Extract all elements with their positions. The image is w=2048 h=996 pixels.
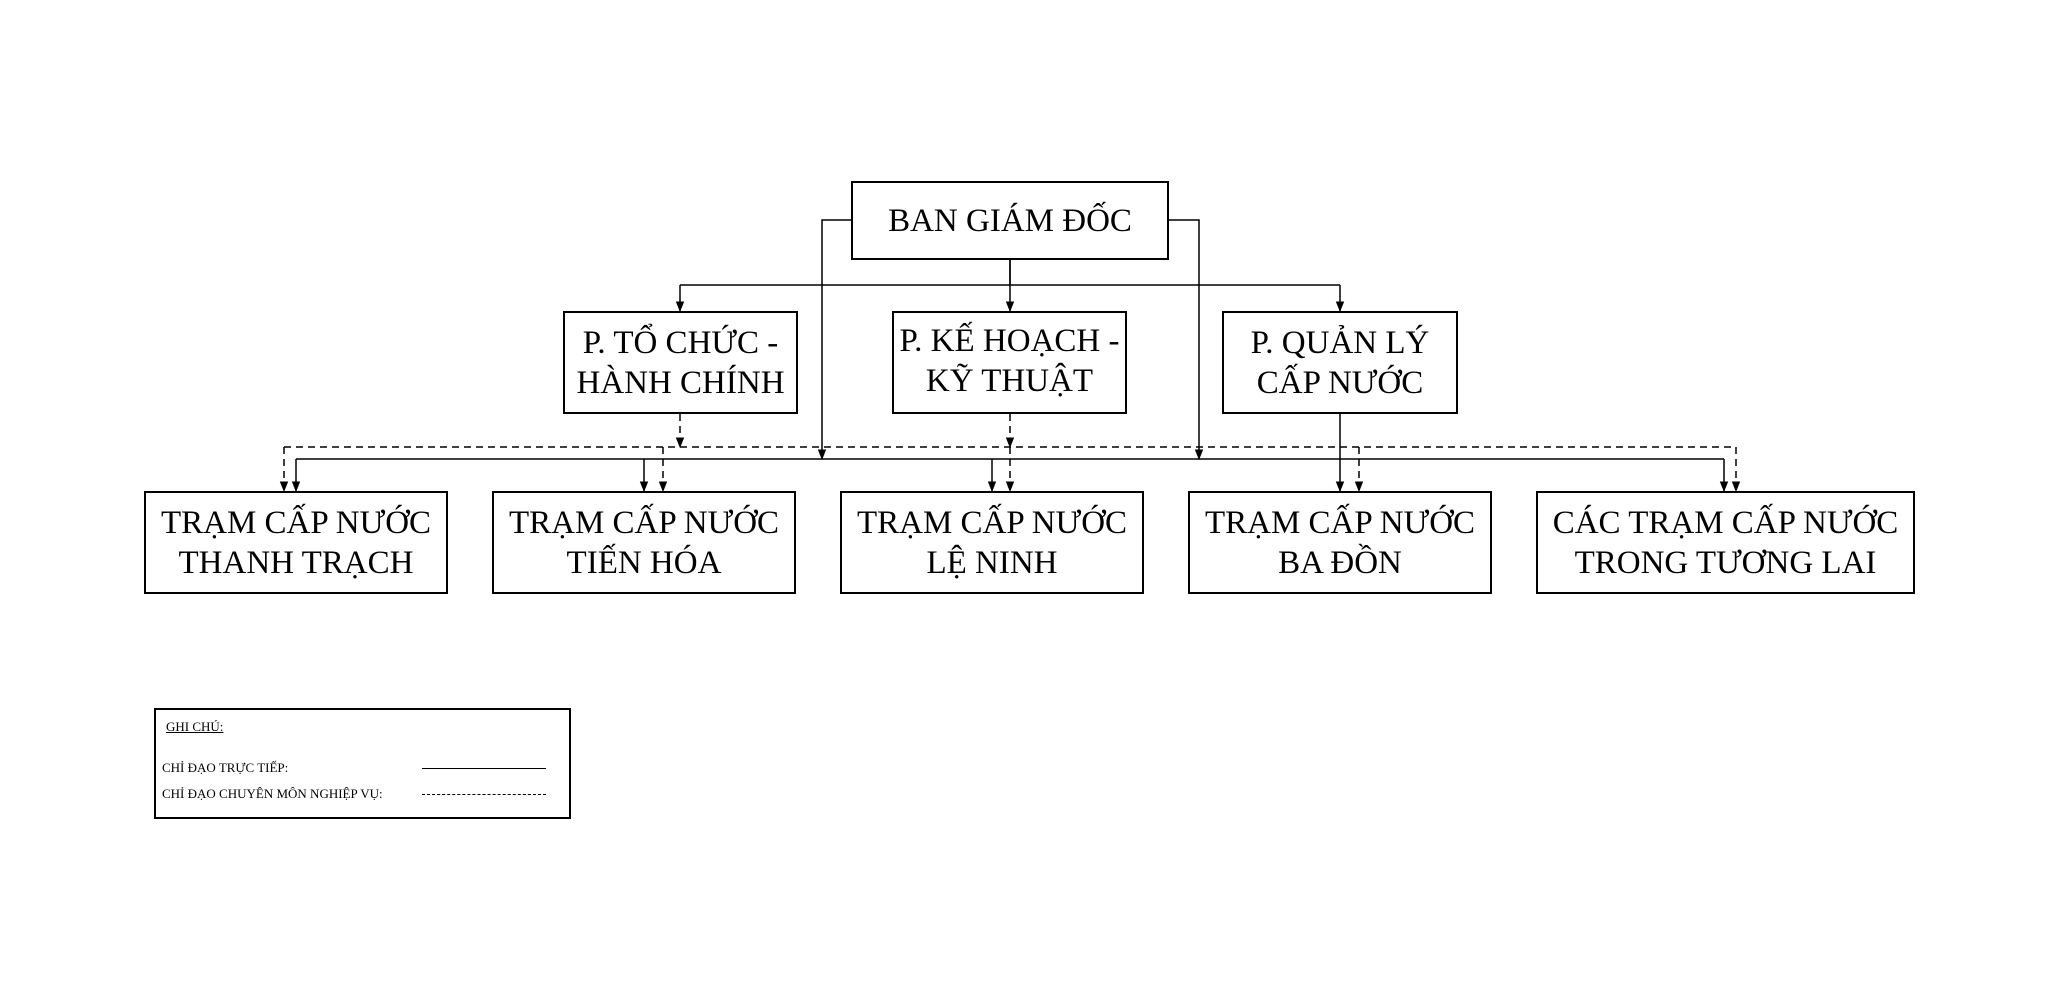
station-box-ba-don: TRẠM CẤP NƯỚC BA ĐỒN — [1188, 491, 1492, 594]
dept-label-line1: P. QUẢN LÝ — [1250, 324, 1430, 361]
station-box-tien-hoa: TRẠM CẤP NƯỚC TIẾN HÓA — [492, 491, 796, 594]
station-box-future: CÁC TRẠM CẤP NƯỚC TRONG TƯƠNG LAI — [1536, 491, 1915, 594]
director-label: BAN GIÁM ĐỐC — [888, 202, 1132, 239]
station-label-line1: CÁC TRẠM CẤP NƯỚC — [1552, 504, 1899, 541]
connector-director-left — [817, 219, 851, 461]
dept-label-line1: P. KẾ HOẠCH - — [899, 323, 1120, 359]
dept-box-organization-admin: P. TỔ CHỨC - HÀNH CHÍNH — [563, 311, 798, 414]
dept-label-line1: P. TỔ CHỨC - — [582, 324, 779, 361]
legend-dashed-line-sample — [422, 794, 546, 795]
station-label-line1: TRẠM CẤP NƯỚC — [160, 504, 432, 541]
director-box: BAN GIÁM ĐỐC — [851, 181, 1169, 260]
dept-label-line2: KỸ THUẬT — [925, 363, 1094, 399]
station-box-thanh-trach: TRẠM CẤP NƯỚC THANH TRẠCH — [144, 491, 448, 594]
legend-box: GHI CHÚ: CHỈ ĐẠO TRỰC TIẾP: CHỈ ĐẠO CHUY… — [154, 708, 571, 819]
dept-box-planning-technical: P. KẾ HOẠCH - KỸ THUẬT — [892, 311, 1127, 414]
station-label-line2: TIẾN HÓA — [566, 544, 722, 581]
legend-professional-label: CHỈ ĐẠO CHUYÊN MÔN NGHIỆP VỤ: — [162, 786, 383, 801]
station-label-line1: TRẠM CẤP NƯỚC — [856, 504, 1128, 541]
legend-solid-line-sample — [422, 768, 546, 769]
legend-direct-label: CHỈ ĐẠO TRỰC TIẾP: — [162, 760, 289, 775]
connector-director-right — [1169, 219, 1204, 461]
station-label-line2: BA ĐỒN — [1278, 544, 1402, 581]
station-label-line2: LỆ NINH — [926, 544, 1058, 581]
station-label-line1: TRẠM CẤP NƯỚC — [1204, 504, 1476, 541]
station-label-line2: THANH TRẠCH — [178, 544, 414, 581]
station-box-le-ninh: TRẠM CẤP NƯỚC LỆ NINH — [840, 491, 1144, 594]
legend-title: GHI CHÚ: — [166, 719, 224, 734]
dept-label-line2: HÀNH CHÍNH — [576, 364, 785, 401]
dept-box-water-management: P. QUẢN LÝ CẤP NƯỚC — [1222, 311, 1458, 414]
dept-label-line2: CẤP NƯỚC — [1256, 364, 1424, 401]
station-label-line1: TRẠM CẤP NƯỚC — [508, 504, 780, 541]
station-label-line2: TRONG TƯƠNG LAI — [1574, 544, 1877, 581]
